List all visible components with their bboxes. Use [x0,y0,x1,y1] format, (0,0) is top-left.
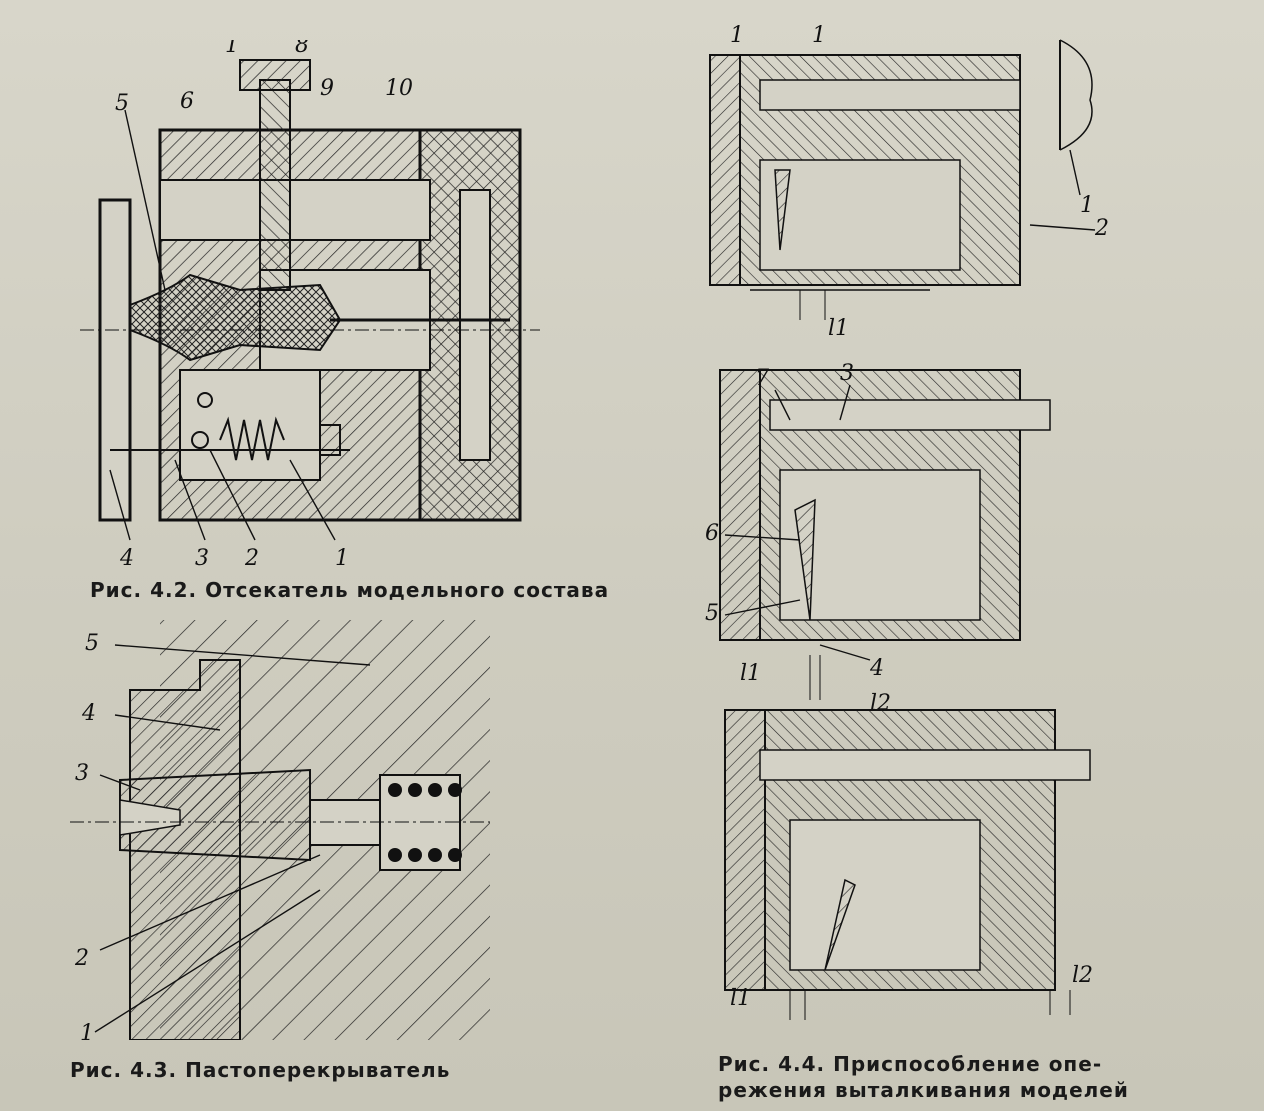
caption-figure-4-3: Рис. 4.3. Пастоперекрыватель [70,1058,451,1082]
sub-figure-c: l1 l2 [724,709,1093,1020]
label-l2-c: l2 [1072,963,1093,988]
figure-4-2-drawing: 1 8 9 10 5 6 4 3 2 1 [80,40,540,571]
label-8: 8 [295,40,309,58]
label-1-top: 1 [225,40,239,58]
label-6: 6 [705,521,719,546]
figure-4-2: 1 8 9 10 5 6 4 3 2 1 [80,40,540,580]
label-4: 4 [119,546,134,571]
caption-figure-4-4-line2: режения выталкивания моделей [718,1078,1129,1102]
label-2: 2 [1094,216,1109,241]
label-3: 3 [75,761,89,786]
figure-4-3-drawing: 5 4 3 2 1 [70,620,490,1040]
label-10: 10 [385,76,413,101]
label-2: 2 [244,546,259,571]
caption-figure-4-4-line1: Рис. 4.4. Приспособление опе- [718,1052,1103,1076]
label-l1-c: l1 [730,986,751,1011]
caption-figure-4-2: Рис. 4.2. Отсекатель модельного состава [90,578,610,602]
label-9: 9 [320,76,334,101]
label-4: 4 [869,656,884,681]
figure-4-4: 1 1 1 2 l1 7 3 [700,20,1140,1020]
label-2: 2 [74,946,89,971]
label-6: 6 [180,89,194,114]
label-1: 1 [80,1021,94,1040]
label-3: 3 [840,361,854,386]
label-1-c: 1 [1080,193,1094,218]
figure-4-3: 5 4 3 2 1 [70,620,510,1040]
sub-figure-a: 1 1 1 2 l1 [709,23,1109,341]
label-1-bottom: 1 [335,546,349,571]
figure-4-4-drawing: 1 1 1 2 l1 7 3 [705,23,1109,1020]
sub-figure-b: 7 3 6 5 4 l1 l2 [705,361,1051,716]
label-5: 5 [85,631,99,656]
label-5: 5 [705,601,719,626]
label-3: 3 [195,546,209,571]
label-l1-b: l1 [740,661,761,686]
label-1-b: 1 [812,23,826,48]
label-1-a: 1 [730,23,744,48]
label-l1-a: l1 [828,316,849,341]
label-7: 7 [755,366,769,391]
label-4: 4 [81,701,96,726]
label-5: 5 [115,91,129,116]
